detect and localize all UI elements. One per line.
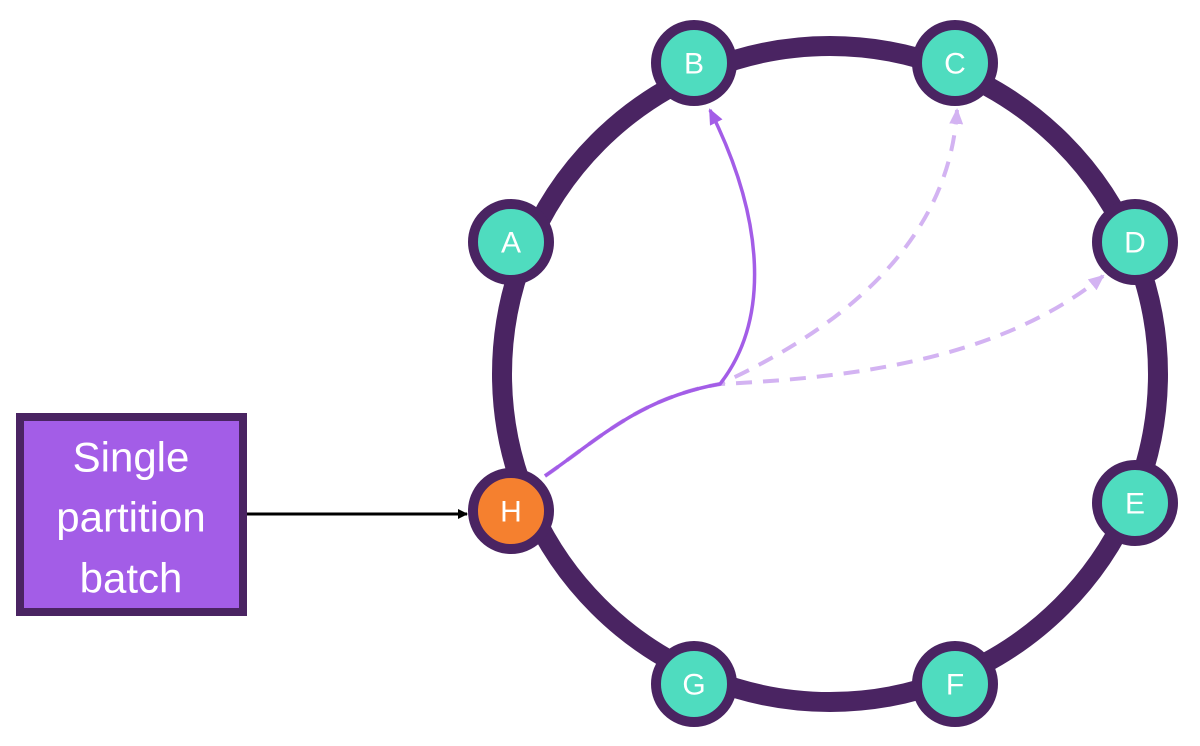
node-label-c: C [944, 48, 966, 81]
node-circle-a [468, 199, 554, 285]
node-e: E [1092, 460, 1178, 546]
node-circle-h [468, 468, 554, 554]
batch-label-line-1: Single [73, 434, 190, 481]
node-c: C [912, 20, 998, 106]
node-label-f: F [946, 669, 964, 702]
cluster-ring [492, 36, 1168, 712]
batch-label-line-2: partition [56, 494, 205, 541]
node-label-b: B [684, 48, 704, 81]
node-label-d: D [1124, 227, 1146, 260]
replica-arrow-h-to-d [543, 274, 1105, 478]
node-g: G [651, 641, 737, 727]
replica-arrow-h-to-c [543, 108, 964, 478]
node-h: H [468, 468, 554, 554]
node-label-a: A [501, 227, 521, 260]
node-label-e: E [1125, 488, 1145, 521]
node-label-g: G [682, 669, 705, 702]
batch-label-line-3: batch [80, 555, 183, 602]
ring-nodes: A B C D E F G H [468, 20, 1178, 727]
node-label-h: H [500, 496, 522, 529]
node-circle-c [912, 20, 998, 106]
node-circle-e [1092, 460, 1178, 546]
node-circle-d [1092, 199, 1178, 285]
node-d: D [1092, 199, 1178, 285]
node-b: B [651, 20, 737, 106]
single-partition-batch-box: Single partition batch [16, 413, 247, 616]
node-circle-b [651, 20, 737, 106]
replica-arrow-h-to-b [544, 108, 757, 478]
node-a: A [468, 199, 554, 285]
node-f: F [912, 641, 998, 727]
node-circle-g [651, 641, 737, 727]
node-circle-f [912, 641, 998, 727]
